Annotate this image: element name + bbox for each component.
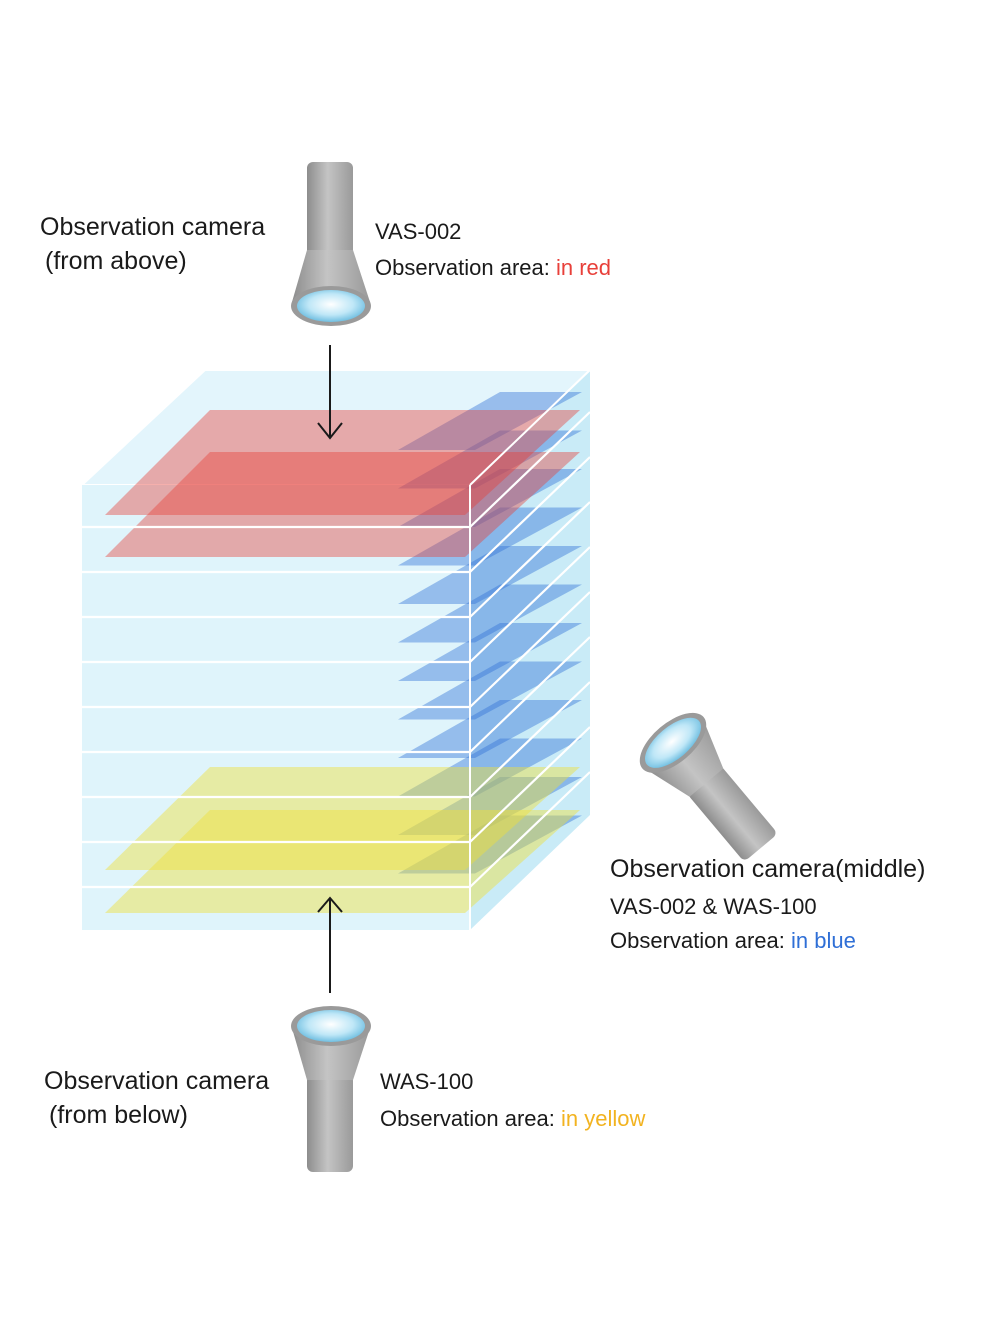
blue-slice	[398, 546, 582, 604]
red-slice	[105, 410, 580, 515]
layer-line	[469, 411, 591, 528]
yellow-slice	[105, 767, 580, 870]
layer-line	[469, 636, 591, 753]
middle-camera-area: Observation area: in blue	[610, 923, 856, 959]
layer-lines	[82, 411, 591, 934]
top-camera-area-label: Observation area:	[375, 255, 550, 280]
layer-line	[469, 726, 591, 843]
layer-line	[469, 771, 591, 888]
blue-slice	[398, 469, 582, 527]
middle-camera-area-color: in blue	[791, 928, 856, 953]
blue-slice	[398, 777, 582, 835]
bottom-camera-title: Observation camera (from below)	[44, 1064, 269, 1132]
layer-line	[469, 501, 591, 618]
layer-line	[469, 816, 591, 933]
blue-slice	[398, 507, 582, 566]
camera-icon	[639, 712, 776, 860]
blue-slice	[398, 623, 582, 681]
top-camera-title-line2: (from above)	[45, 247, 187, 275]
blue-slice	[398, 661, 582, 720]
top-camera-model: VAS-002	[375, 219, 462, 244]
bottom-camera-title-line2: (from below)	[49, 1101, 188, 1129]
layer-line	[469, 591, 591, 708]
bottom-camera-area-label: Observation area:	[380, 1106, 555, 1131]
camera-icon	[291, 1006, 371, 1172]
bottom-camera-title-line1: Observation camera	[44, 1067, 270, 1095]
bottom-camera-model: WAS-100	[380, 1069, 474, 1094]
bottom-camera-area-color: in yellow	[561, 1106, 646, 1131]
bottom-camera-area: Observation area: in yellow	[380, 1101, 645, 1137]
top-camera-title: Observation camera (from above)	[40, 210, 265, 278]
top-camera-title-line1: Observation camera	[40, 213, 266, 241]
middle-camera-model: VAS-002 & WAS-100	[610, 894, 817, 919]
arrow-up-icon	[317, 896, 343, 993]
top-camera-area-color: in red	[556, 255, 612, 280]
layer-line	[469, 546, 591, 663]
blue-slice	[398, 392, 582, 450]
middle-camera-title: Observation camera(middle)	[610, 855, 926, 883]
middle-camera-area-label: Observation area:	[610, 928, 785, 953]
blue-slice	[398, 430, 582, 489]
top-camera-area: Observation area: in red	[375, 250, 611, 286]
blue-slice	[398, 815, 582, 874]
arrow-down-icon	[317, 345, 343, 440]
red-slice	[105, 452, 580, 557]
blue-slice	[398, 700, 582, 758]
layer-line	[469, 456, 591, 573]
cube-outline	[469, 369, 591, 930]
layer-line	[469, 681, 591, 798]
camera-icon	[291, 162, 371, 326]
red-observation-slices	[105, 410, 580, 557]
blue-slice	[398, 738, 582, 797]
